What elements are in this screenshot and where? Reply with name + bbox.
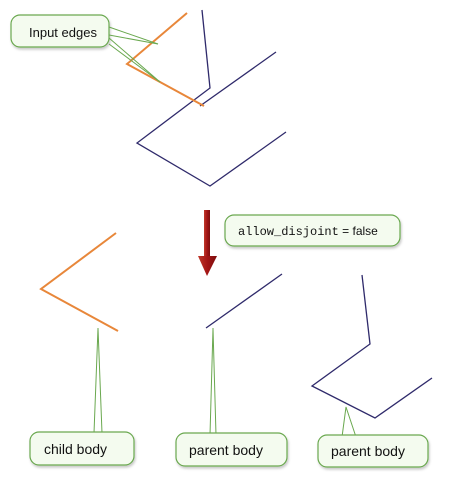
parent-body-middle-callout — [175, 432, 288, 467]
option-label: allow_disjoint = false — [238, 224, 378, 239]
result-child-edge — [39, 232, 119, 332]
input-parent-edge-upper — [199, 51, 277, 107]
option-value: = false — [339, 224, 378, 238]
option-callout — [224, 214, 401, 247]
result-parent-edge-right — [310, 274, 433, 419]
input-child-edge — [125, 12, 205, 107]
parent-body-right-callout — [317, 434, 429, 468]
parent-body-right-label: parent body — [331, 443, 405, 459]
input-edges-label: Input edges — [29, 25, 97, 40]
child-body-callout — [29, 431, 135, 466]
option-name: allow_disjoint — [238, 225, 339, 239]
input-parent-edge — [135, 9, 287, 187]
result-leaders — [93, 327, 357, 438]
parent-body-middle-label: parent body — [189, 442, 263, 458]
input-edges-callout — [10, 14, 110, 48]
result-parent-edge-middle — [205, 273, 283, 329]
child-body-label: child body — [44, 441, 107, 457]
input-edges-group — [125, 9, 287, 187]
down-arrow — [198, 210, 217, 276]
input-edges-leaders — [108, 26, 161, 83]
